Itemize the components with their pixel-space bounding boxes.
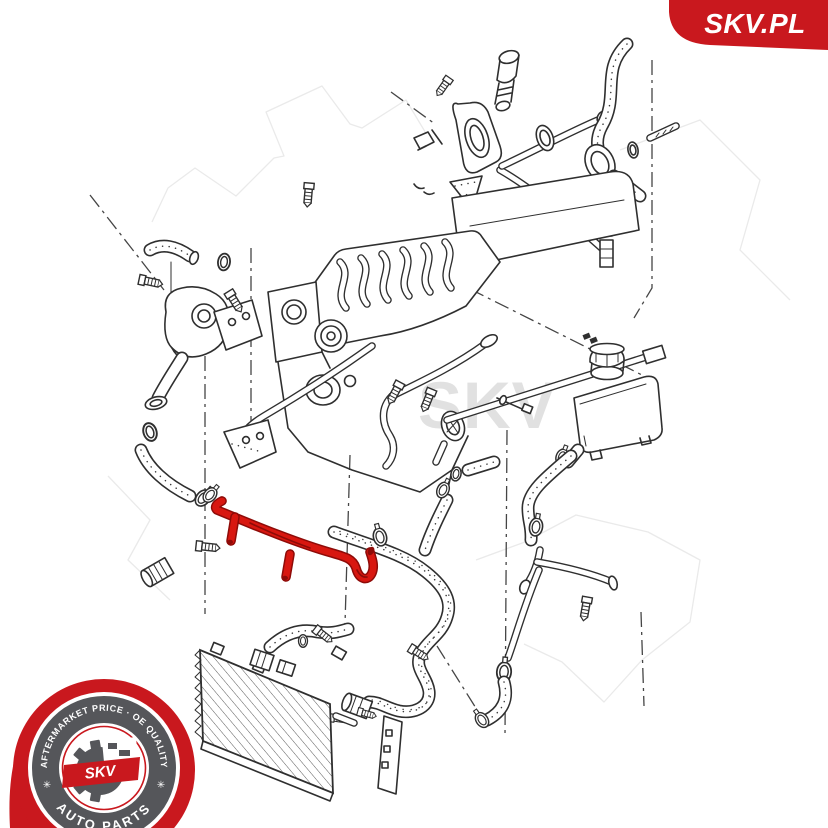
radiator [194, 622, 432, 802]
badge-gray-ring [32, 696, 176, 828]
cap-fitting [140, 556, 175, 588]
expansion-tank-cluster [469, 342, 663, 731]
highlighted-coolant-hose [199, 481, 379, 584]
thermostat-housing [452, 101, 503, 174]
badge-star-left: ✳ [43, 780, 51, 791]
brand-banner: SKV.PL [669, 0, 828, 50]
y-branch-pipe [518, 546, 619, 595]
badge-star-right: ✳ [157, 780, 165, 791]
radiator-side-frame [377, 715, 403, 795]
expansion-tank-cap [589, 342, 625, 368]
auxiliary-water-pump [144, 286, 230, 411]
auxiliary-water-pump-cluster [134, 239, 263, 588]
expansion-tank [573, 359, 663, 461]
leader-lines [89, 60, 655, 736]
badge-logo-text: SKV [84, 762, 118, 782]
brand-banner-text: SKV.PL [704, 8, 806, 39]
brand-badge: AFTERMARKET PRICE · OE QUALITY AUTO PART… [9, 679, 195, 828]
lower-coolant-hoses [327, 455, 501, 725]
thermostat-and-sensor-cluster [301, 49, 680, 256]
front-cover-and-pulleys [267, 281, 469, 499]
banner-background [669, 0, 828, 50]
badge-skv-box [62, 757, 140, 788]
badge-gear-logo: SKV [62, 737, 140, 803]
exploded-diagram [134, 37, 680, 802]
sensor-plug [494, 49, 520, 112]
intake-manifold [297, 230, 501, 347]
engine-block [223, 170, 667, 499]
